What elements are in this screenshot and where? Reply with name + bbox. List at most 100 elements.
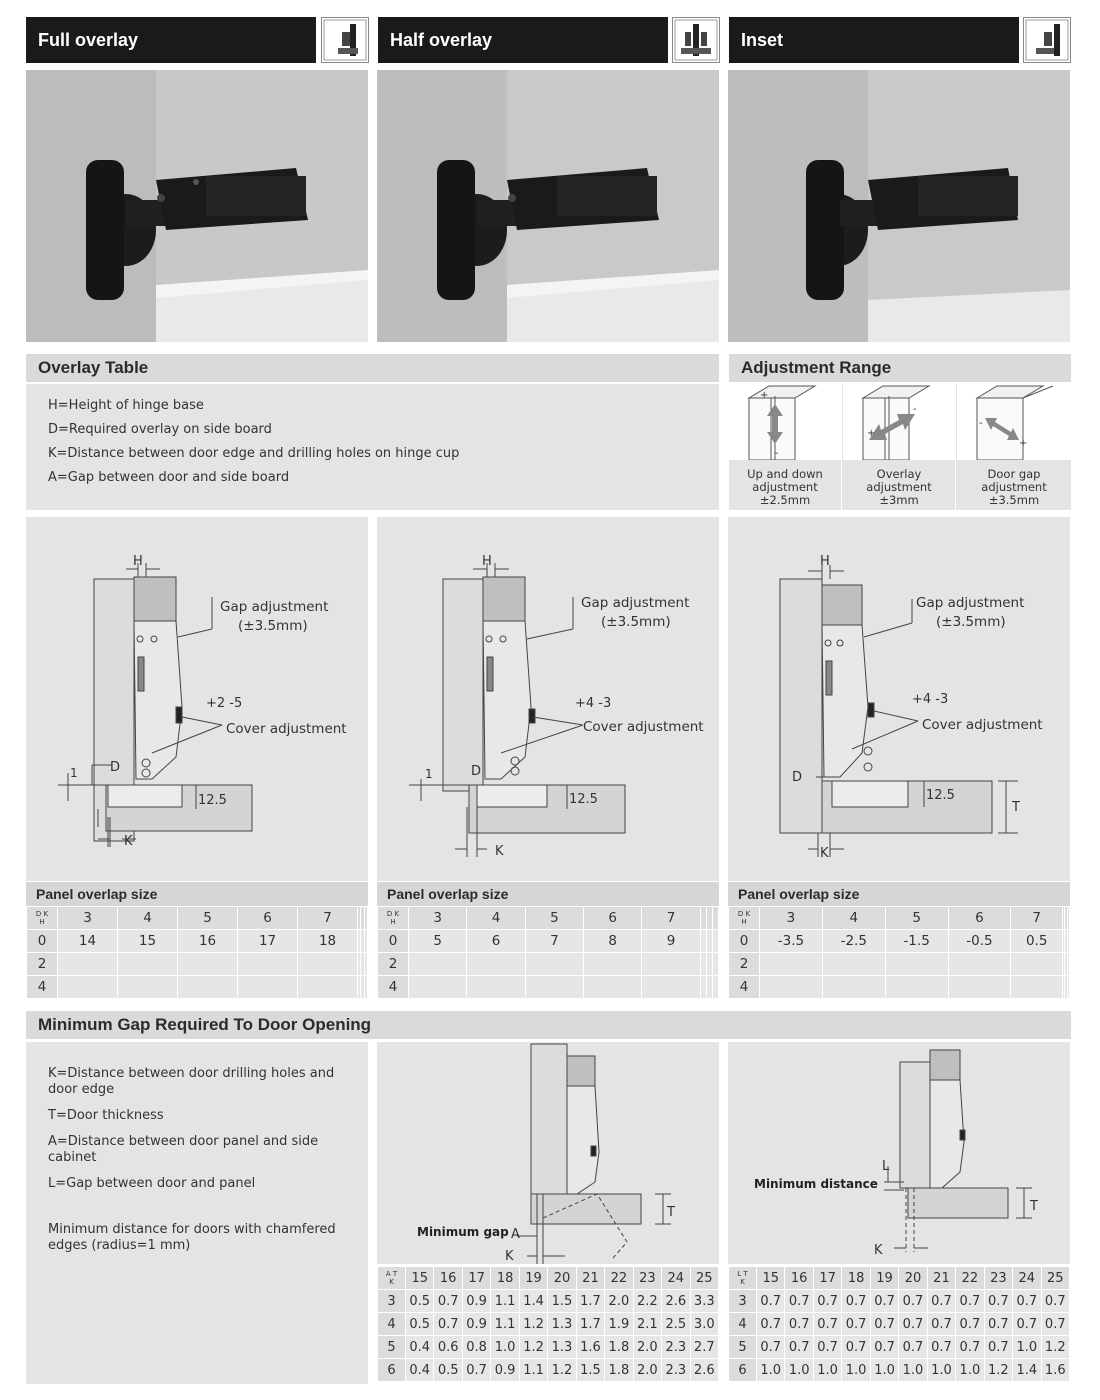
t-header: 25 xyxy=(689,1266,720,1290)
corner-d: D xyxy=(737,910,744,918)
value-cell: 1.2 xyxy=(547,1358,577,1382)
svg-text:+: + xyxy=(760,390,768,401)
caption-line: Up and down xyxy=(747,467,823,481)
value-cell: 2.3 xyxy=(661,1358,691,1382)
value-cell: 0.7 xyxy=(983,1289,1014,1313)
t-header: 15 xyxy=(755,1266,786,1290)
value-cell: 0.7 xyxy=(812,1312,843,1336)
d-cell: 16 xyxy=(177,929,239,953)
k-header: 7 xyxy=(297,906,359,930)
corner-k: K xyxy=(745,910,751,918)
table-row: 2 xyxy=(26,952,369,976)
definition-k: K=Distance between door edge and drillin… xyxy=(48,446,460,461)
h-cell: 0 xyxy=(728,929,760,953)
header-title: Full overlay xyxy=(38,30,139,50)
k-cell: 4 xyxy=(377,1312,406,1336)
cover-range: +2 -5 xyxy=(206,696,242,711)
diagram-half-overlay: H Gap adjustment (±3.5mm) +4 -3 Cover ad… xyxy=(377,517,719,881)
definition-h: H=Height of hinge base xyxy=(48,398,204,413)
d-cell xyxy=(56,975,119,999)
h-cell: 2 xyxy=(377,952,409,976)
k-header: 4 xyxy=(821,906,886,930)
label-12-5: 12.5 xyxy=(198,793,227,808)
value-cell: 0.7 xyxy=(869,1312,900,1336)
value-cell: 1.6 xyxy=(575,1335,606,1359)
t-header: 16 xyxy=(784,1266,814,1290)
adjustment-overlay: + - Overlay adjustment ±3mm xyxy=(843,384,956,510)
hinge-photo-half-overlay xyxy=(377,70,719,342)
k-cell: 5 xyxy=(728,1335,757,1359)
label-l: L xyxy=(882,1159,890,1174)
k-cell: 6 xyxy=(728,1358,757,1382)
corner-k: K xyxy=(389,1278,394,1286)
d-cell: 18 xyxy=(297,929,359,953)
t-header: 18 xyxy=(490,1266,520,1290)
k-cell: 3 xyxy=(377,1289,406,1313)
value-cell: 2.1 xyxy=(632,1312,663,1336)
value-cell: 1.8 xyxy=(604,1358,634,1382)
header-inset: Inset xyxy=(729,17,1019,63)
value-cell: 0.7 xyxy=(755,1312,786,1336)
value-cell: 1.4 xyxy=(1012,1358,1042,1382)
label-k: K xyxy=(124,834,133,849)
value-cell: 0.7 xyxy=(784,1335,814,1359)
value-cell: 0.7 xyxy=(755,1289,786,1313)
k-header: 3 xyxy=(56,906,119,930)
d-cell xyxy=(177,975,239,999)
value-cell: 0.7 xyxy=(812,1335,843,1359)
diagram-inset: H Gap adjustment (±3.5mm) +4 -3 Cover ad… xyxy=(728,517,1070,881)
d-cell xyxy=(117,975,179,999)
d-cell xyxy=(711,975,720,999)
gap-adjustment-label: Gap adjustment xyxy=(220,599,328,615)
svg-text:+: + xyxy=(867,428,875,439)
panel-overlap-title: Panel overlap size xyxy=(26,882,368,906)
definition-a: A=Distance between door panel and side c… xyxy=(48,1134,319,1165)
value-cell: 0.7 xyxy=(1040,1289,1071,1313)
d-cell xyxy=(407,975,468,999)
value-cell: 0.7 xyxy=(784,1289,814,1313)
d-cell: 7 xyxy=(524,929,585,953)
header-half-overlay: Half overlay xyxy=(378,17,668,63)
value-cell: 2.0 xyxy=(604,1289,634,1313)
value-cell: 0.7 xyxy=(955,1335,985,1359)
label-12-5: 12.5 xyxy=(569,792,598,807)
value-cell: 0.7 xyxy=(898,1289,928,1313)
value-cell: 0.7 xyxy=(433,1312,463,1336)
value-cell: 2.0 xyxy=(632,1335,663,1359)
label-12-5: 12.5 xyxy=(926,788,955,803)
header-full-overlay: Full overlay xyxy=(26,17,316,63)
value-cell: 0.7 xyxy=(983,1335,1014,1359)
value-cell: 0.7 xyxy=(898,1335,928,1359)
d-cell: 15 xyxy=(117,929,179,953)
d-cell: -3.5 xyxy=(759,929,823,953)
d-cell: 9 xyxy=(641,929,701,953)
value-cell: 1.0 xyxy=(869,1358,900,1382)
d-cell xyxy=(363,952,369,976)
corner-k: K xyxy=(43,910,49,918)
adjustment-range-panel: + - Up and down adjustment ±2.5mm + - Ov… xyxy=(729,384,1071,510)
label-h: H xyxy=(133,554,143,569)
value-cell: 0.7 xyxy=(1040,1312,1071,1336)
value-cell: 0.5 xyxy=(404,1312,435,1336)
d-cell: -0.5 xyxy=(947,929,1012,953)
value-cell: 1.9 xyxy=(604,1312,634,1336)
d-cell xyxy=(641,975,701,999)
value-cell: 1.6 xyxy=(1040,1358,1071,1382)
k-header: 7 xyxy=(1010,906,1064,930)
value-cell: 2.6 xyxy=(689,1358,720,1382)
corner-t: T xyxy=(392,1270,398,1278)
inset-icon xyxy=(1023,17,1071,63)
corner-h: H xyxy=(39,918,45,926)
cover-adjustment-label: Cover adjustment xyxy=(226,721,347,737)
chamfer-note: Minimum distance for doors with chamfere… xyxy=(48,1222,336,1253)
k-header xyxy=(711,906,720,930)
d-cell xyxy=(1066,929,1071,953)
k-cell: 3 xyxy=(728,1289,757,1313)
